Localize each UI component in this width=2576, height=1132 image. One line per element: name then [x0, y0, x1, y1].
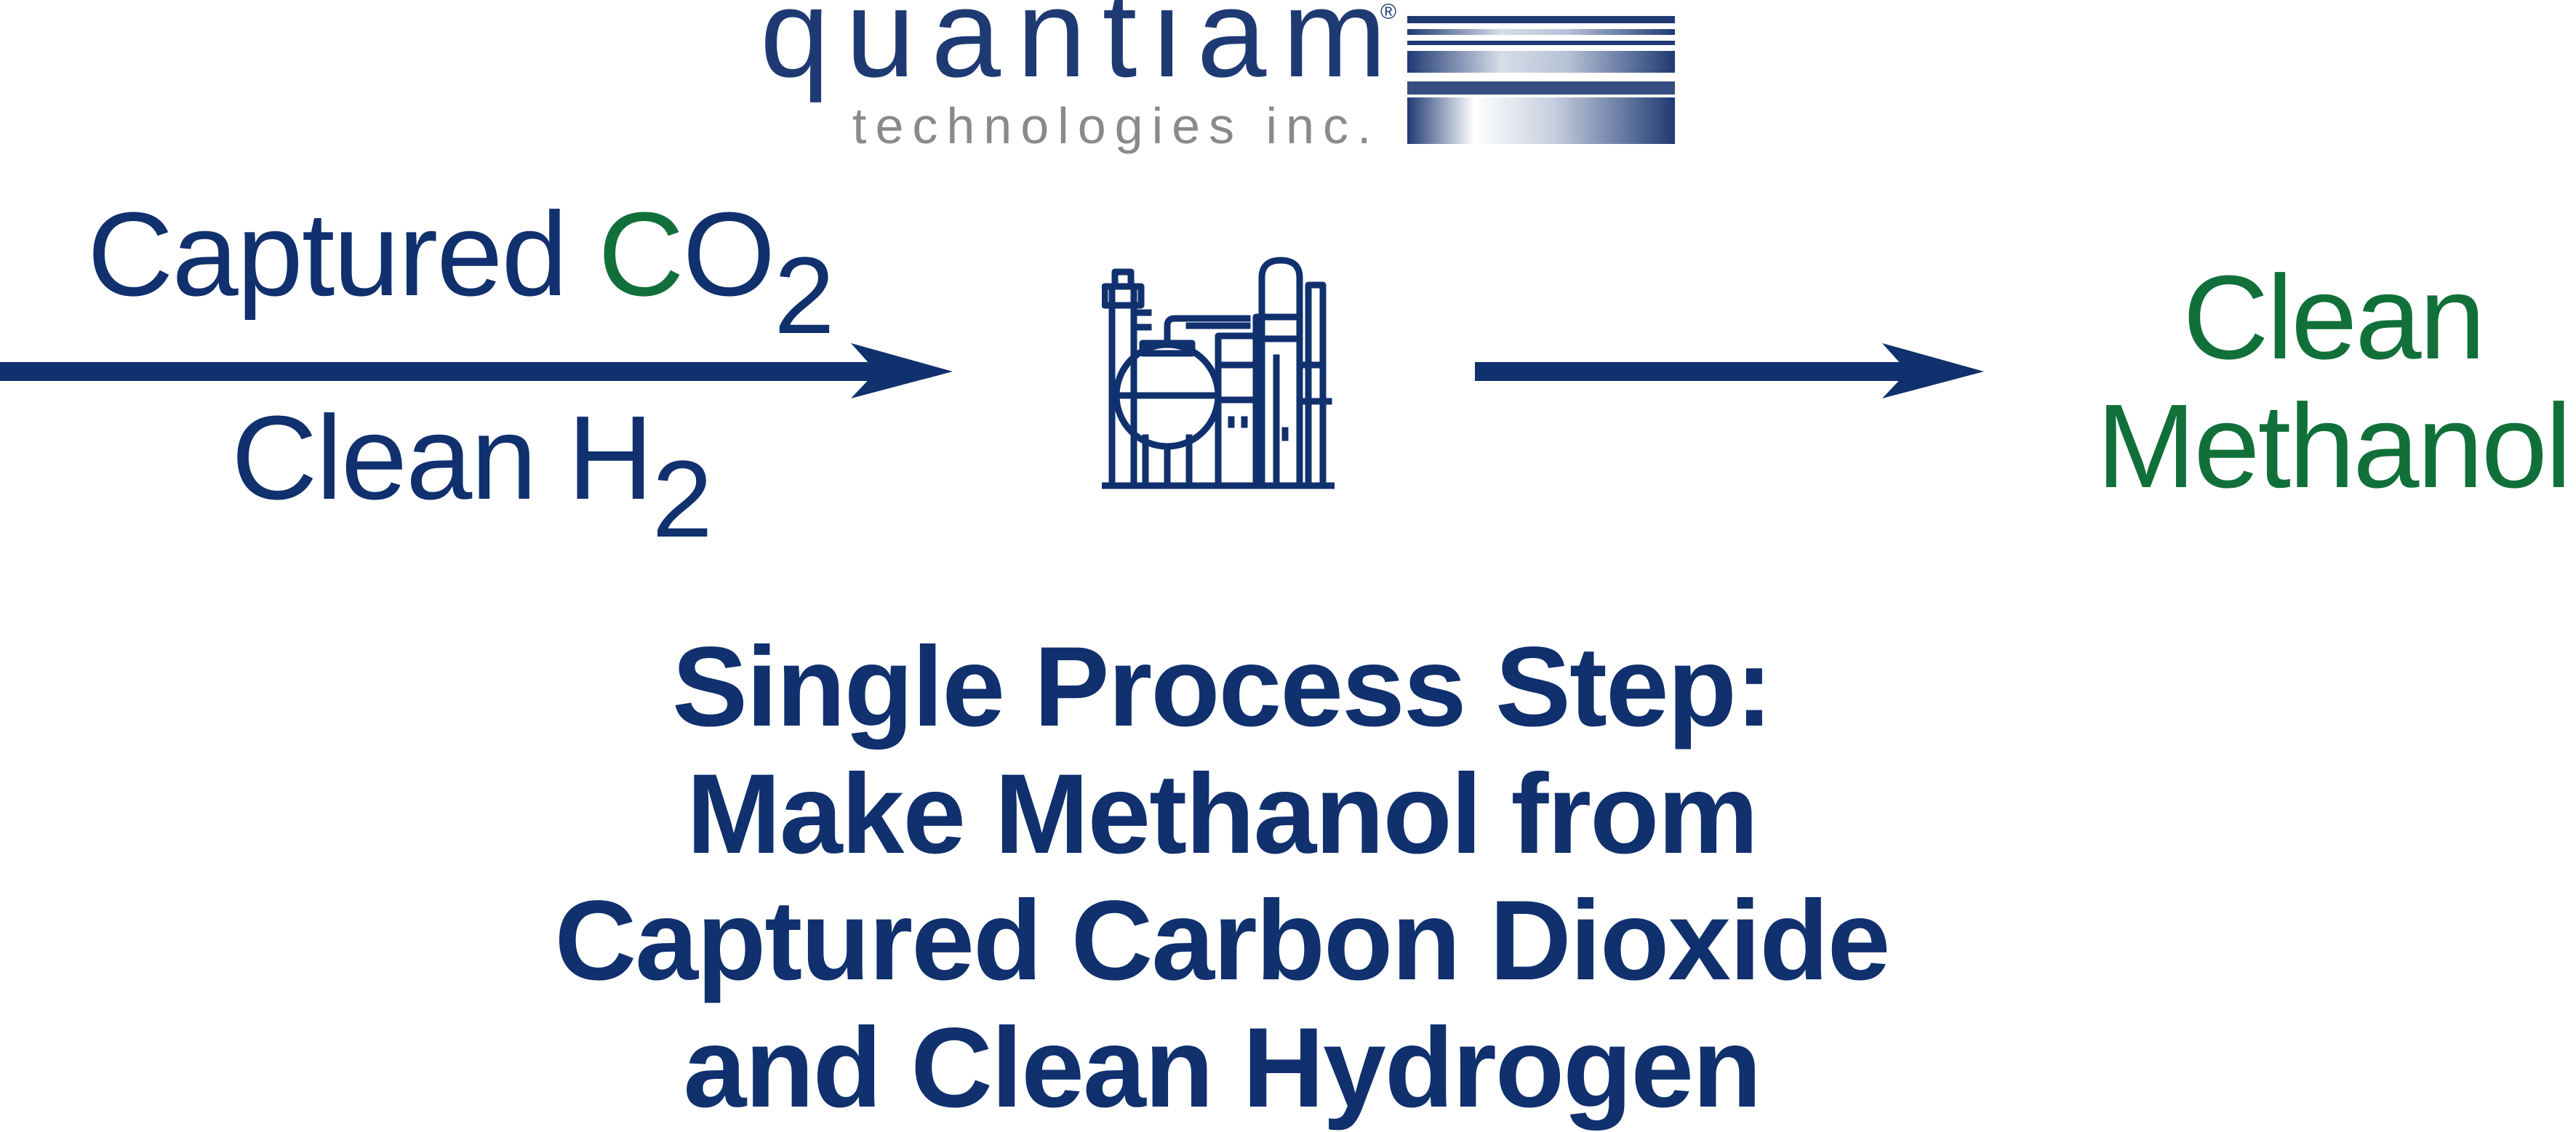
input-co2-accent-letter: C — [598, 188, 684, 321]
input-co2-prefix: Captured — [87, 188, 599, 321]
output-arrow-icon — [1475, 343, 1984, 398]
caption-line-3: Captured Carbon Dioxide — [554, 878, 1891, 1005]
process-caption: Single Process Step: Make Methanol from … — [451, 624, 1993, 1132]
logo-registered-mark: ® — [1380, 0, 1397, 24]
input-co2-rest: O — [682, 188, 776, 321]
input-h2-subscript: 2 — [652, 438, 713, 560]
input-arrow-icon — [0, 343, 953, 398]
input-co2-subscript: 2 — [774, 234, 834, 356]
caption-line-4: and Clean Hydrogen — [683, 1005, 1762, 1132]
caption-line-1: Single Process Step: — [672, 624, 1773, 750]
output-line-1: Clean — [2183, 251, 2486, 384]
logo-wordmark: quantiam — [760, 0, 1403, 103]
input-co2-label: Captured CO2 — [87, 195, 835, 350]
logo-stripes-graphic — [1407, 16, 1675, 144]
logo-tagline: technologies inc. — [852, 97, 1380, 154]
caption-line-2: Make Methanol from — [686, 750, 1759, 878]
input-h2-text: Clean H — [231, 391, 653, 524]
output-label: Clean Methanol — [2079, 253, 2576, 510]
chemical-plant-icon — [1102, 257, 1335, 489]
output-line-2: Methanol — [2096, 380, 2572, 513]
input-h2-label: Clean H2 — [231, 398, 713, 554]
